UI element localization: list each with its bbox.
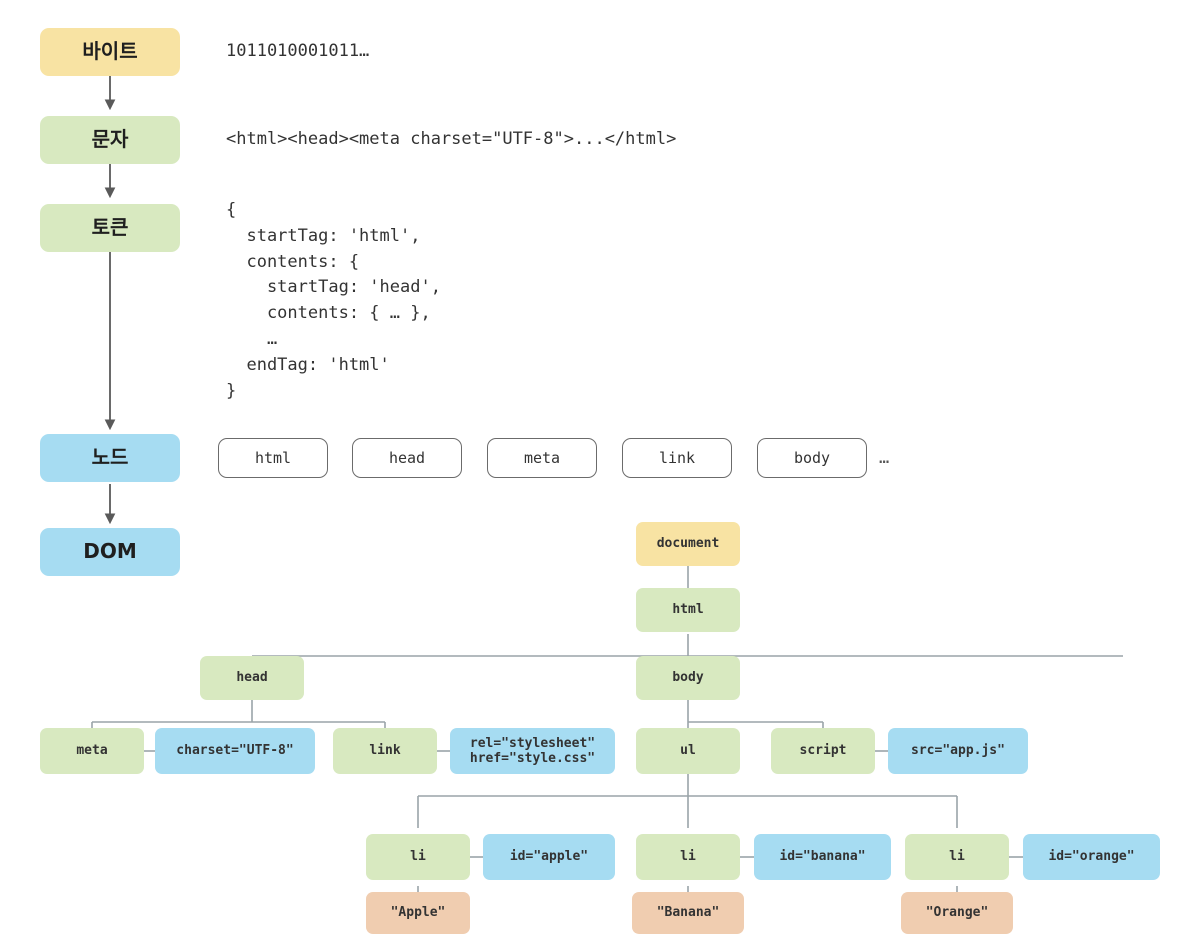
- tree-node-document: document: [636, 522, 740, 566]
- sample-bytes: 1011010001011…: [226, 41, 370, 61]
- tree-attr-script-src: src="app.js": [888, 728, 1028, 774]
- tree-attr-li-apple-id: id="apple": [483, 834, 615, 880]
- tree-text-banana: "Banana": [632, 892, 744, 934]
- node-pill-link: link: [622, 438, 732, 478]
- tree-node-li-orange: li: [905, 834, 1009, 880]
- sample-tokens: { startTag: 'html', contents: { startTag…: [226, 200, 441, 401]
- pipeline-stage-nodes: 노드: [40, 434, 180, 482]
- node-pill-html: html: [218, 438, 328, 478]
- tree-text-orange: "Orange": [901, 892, 1013, 934]
- node-pill-ellipsis: …: [879, 448, 890, 468]
- sample-characters: <html><head><meta charset="UTF-8">...</h…: [226, 129, 677, 149]
- pipeline-stage-bytes: 바이트: [40, 28, 180, 76]
- tree-node-meta: meta: [40, 728, 144, 774]
- tree-node-ul: ul: [636, 728, 740, 774]
- tree-node-html: html: [636, 588, 740, 632]
- tree-node-script: script: [771, 728, 875, 774]
- tree-attr-li-banana-id: id="banana": [754, 834, 891, 880]
- tree-node-head: head: [200, 656, 304, 700]
- tree-node-body: body: [636, 656, 740, 700]
- pipeline-stage-characters: 문자: [40, 116, 180, 164]
- tree-node-li-banana: li: [636, 834, 740, 880]
- node-pill-head: head: [352, 438, 462, 478]
- node-pill-meta: meta: [487, 438, 597, 478]
- tree-attr-li-orange-id: id="orange": [1023, 834, 1160, 880]
- tree-node-link: link: [333, 728, 437, 774]
- tree-attr-link-rel-href: rel="stylesheet" href="style.css": [450, 728, 615, 774]
- tree-node-li-apple: li: [366, 834, 470, 880]
- pipeline-stage-dom: DOM: [40, 528, 180, 576]
- tree-attr-meta-charset: charset="UTF-8": [155, 728, 315, 774]
- pipeline-stage-tokens: 토큰: [40, 204, 180, 252]
- node-pill-body: body: [757, 438, 867, 478]
- tree-text-apple: "Apple": [366, 892, 470, 934]
